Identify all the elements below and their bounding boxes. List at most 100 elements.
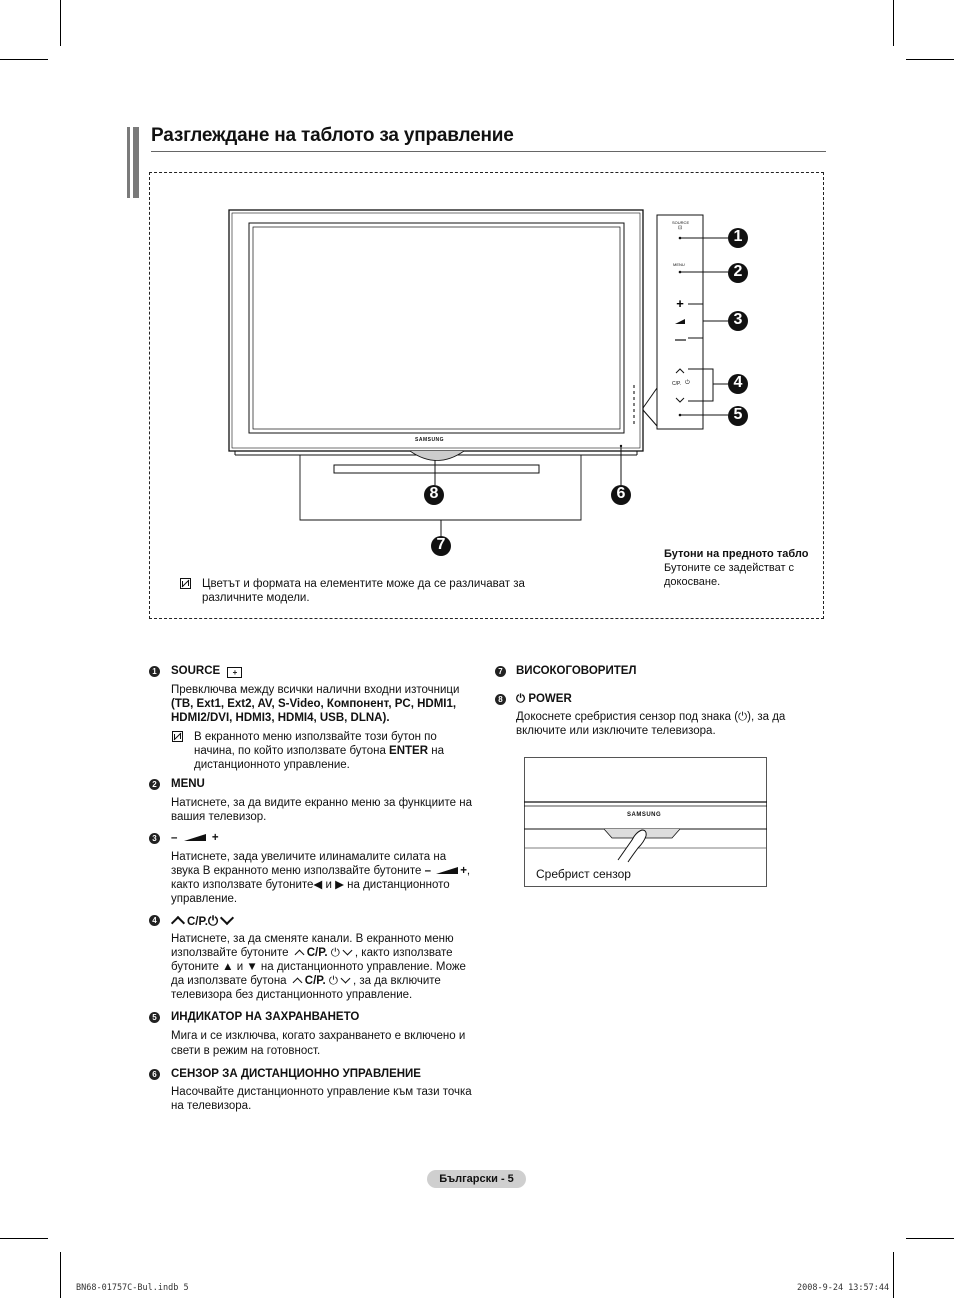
desc-text: , <box>466 865 471 877</box>
callout-7: 7 <box>436 536 446 553</box>
chevron-up-icon <box>170 915 186 931</box>
item-number: 4 <box>149 915 160 926</box>
item-desc: Натиснете, за да видите екранно меню за … <box>171 797 472 809</box>
volume-icon <box>183 834 206 841</box>
item-power-indicator-label: ИНДИКАТОР НА ЗАХРАНВАНЕТО <box>171 1011 360 1023</box>
crop-mark <box>893 0 894 46</box>
desc-text: Докоснете сребристия сензор под знака ( <box>516 711 739 723</box>
print-meta-right: 2008-9-24 13:57:44 <box>797 1283 890 1293</box>
crop-mark <box>906 59 954 60</box>
chevron-down-icon <box>220 910 235 926</box>
silver-sensor-illustration <box>524 757 767 887</box>
tv-logo: SAMSUNG <box>415 437 445 443</box>
power-icon: ⏻ <box>328 975 338 987</box>
panel-power-icon: ⏻ <box>685 380 690 386</box>
tv-front-illustration: + <box>228 209 748 556</box>
item-channel-heading: C/P.⏻ <box>170 910 235 931</box>
channel-label: C/P. <box>187 916 208 928</box>
item-desc: телевизора без дистанционното управление… <box>171 989 413 1001</box>
desc-text: да използвате бутона <box>171 975 290 987</box>
left-arrow-icon: ◀ <box>313 879 323 891</box>
figure-note: Цветът и формата на елементите може да с… <box>202 578 525 590</box>
callout-6: 6 <box>616 485 626 502</box>
page-title: Разглеждане на таблото за управление <box>151 125 514 146</box>
item-desc: Превключва между всички налични входни и… <box>171 684 460 696</box>
desc-cp: C/P. <box>306 947 328 959</box>
chevron-down-icon <box>342 945 353 956</box>
title-underline <box>151 151 826 152</box>
item-desc: да използвате бутона C/P. ⏻ , за да включ… <box>171 973 441 988</box>
chevron-up-icon <box>292 977 303 988</box>
chevron-up-icon <box>294 949 305 960</box>
desc-plus: + <box>460 865 467 877</box>
desc-text: и <box>322 879 336 891</box>
chevron-down-icon <box>340 973 351 984</box>
crop-mark <box>0 1238 48 1239</box>
callout-4: 4 <box>733 374 743 391</box>
crop-mark <box>906 1238 954 1239</box>
item-number: 1 <box>149 666 160 677</box>
callout-2: 2 <box>733 263 743 280</box>
item-desc: Насочвайте дистанционното управление към… <box>171 1086 472 1098</box>
desc-text: , за да включите <box>352 975 441 987</box>
svg-text:+: + <box>676 296 684 311</box>
item-desc: звука В екранното меню използвайте бутон… <box>171 864 470 878</box>
item-volume-heading: – + <box>171 832 219 844</box>
item-menu-label: MENU <box>171 778 205 790</box>
item-desc: (ТВ, Ext1, Ext2, AV, S-Video, Компонент,… <box>171 698 457 710</box>
crop-mark <box>60 0 61 46</box>
crop-mark <box>60 1252 61 1298</box>
desc-text: ), за да <box>747 711 786 723</box>
item-remote-sensor-label: СЕНЗОР ЗА ДИСТАНЦИОННО УПРАВЛЕНИЕ <box>171 1068 421 1080</box>
figure-note: различните модели. <box>202 592 310 604</box>
power-icon: ⏻ <box>738 711 748 723</box>
item-desc: на телевизора. <box>171 1100 252 1112</box>
title-accent-bar <box>127 127 139 198</box>
panel-source-icon: ⊡ <box>678 225 683 231</box>
item-number: 8 <box>495 694 506 705</box>
callout-5: 5 <box>733 406 743 423</box>
volume-minus: – <box>171 832 178 844</box>
crop-mark <box>893 1252 894 1298</box>
title-accent-stripe <box>130 127 133 198</box>
note-enter: ENTER <box>389 745 429 757</box>
desc-minus: – <box>424 865 431 877</box>
callout-1: 1 <box>733 228 743 245</box>
desc-text: използвайте бутоните <box>171 947 292 959</box>
front-panel-desc: докосване. <box>664 576 721 588</box>
source-icon: + <box>227 667 243 678</box>
item-source-heading: SOURCE + <box>171 665 243 678</box>
item-number: 2 <box>149 779 160 790</box>
item-note: В екранното меню използвайте този бутон … <box>194 731 437 743</box>
item-desc: Мига и се изключва, когато захранването … <box>171 1030 466 1042</box>
front-panel-desc: Бутоните се задействат с <box>664 562 795 574</box>
item-speaker-label: ВИСОКОГОВОРИТЕЛ <box>516 665 637 677</box>
item-desc: Натиснете, за да сменяте канали. В екран… <box>171 933 454 945</box>
item-desc: включите или изключите телевизора. <box>516 725 716 737</box>
note-text: на <box>428 745 444 757</box>
callout-3: 3 <box>733 311 743 328</box>
panel-menu-label: MENU <box>673 262 685 267</box>
item-desc: Натиснете, зада увеличите илинамалите си… <box>171 851 447 863</box>
panel-source-label: SOURCE <box>672 220 690 225</box>
item-desc: вашия телевизор. <box>171 811 267 823</box>
panel-cp-label: C/P. <box>672 381 682 387</box>
item-source-label: SOURCE <box>171 665 221 677</box>
desc-text: на дистанционното <box>343 879 450 891</box>
figure-frame <box>149 172 824 619</box>
page-footer-badge: Български - 5 <box>427 1170 526 1188</box>
power-label: POWER <box>528 693 572 705</box>
front-panel-title: Бутони на предното табло <box>664 548 809 560</box>
volume-icon <box>436 867 459 874</box>
item-number: 6 <box>149 1069 160 1080</box>
desc-cp: C/P. <box>304 975 326 987</box>
item-desc: Докоснете сребристия сензор под знака (⏻… <box>516 710 785 724</box>
item-desc: както използвате бутоните◀ и ▶ на дистан… <box>171 878 450 892</box>
item-number: 3 <box>149 833 160 844</box>
desc-text: звука В екранното меню използвайте бутон… <box>171 865 425 877</box>
note-icon <box>180 578 191 589</box>
item-number: 5 <box>149 1012 160 1023</box>
item-note: дистанционното управление. <box>194 759 350 771</box>
item-power-heading: ⏻ POWER <box>516 693 572 706</box>
note-text: начина, по който използвате бутона <box>194 745 390 757</box>
